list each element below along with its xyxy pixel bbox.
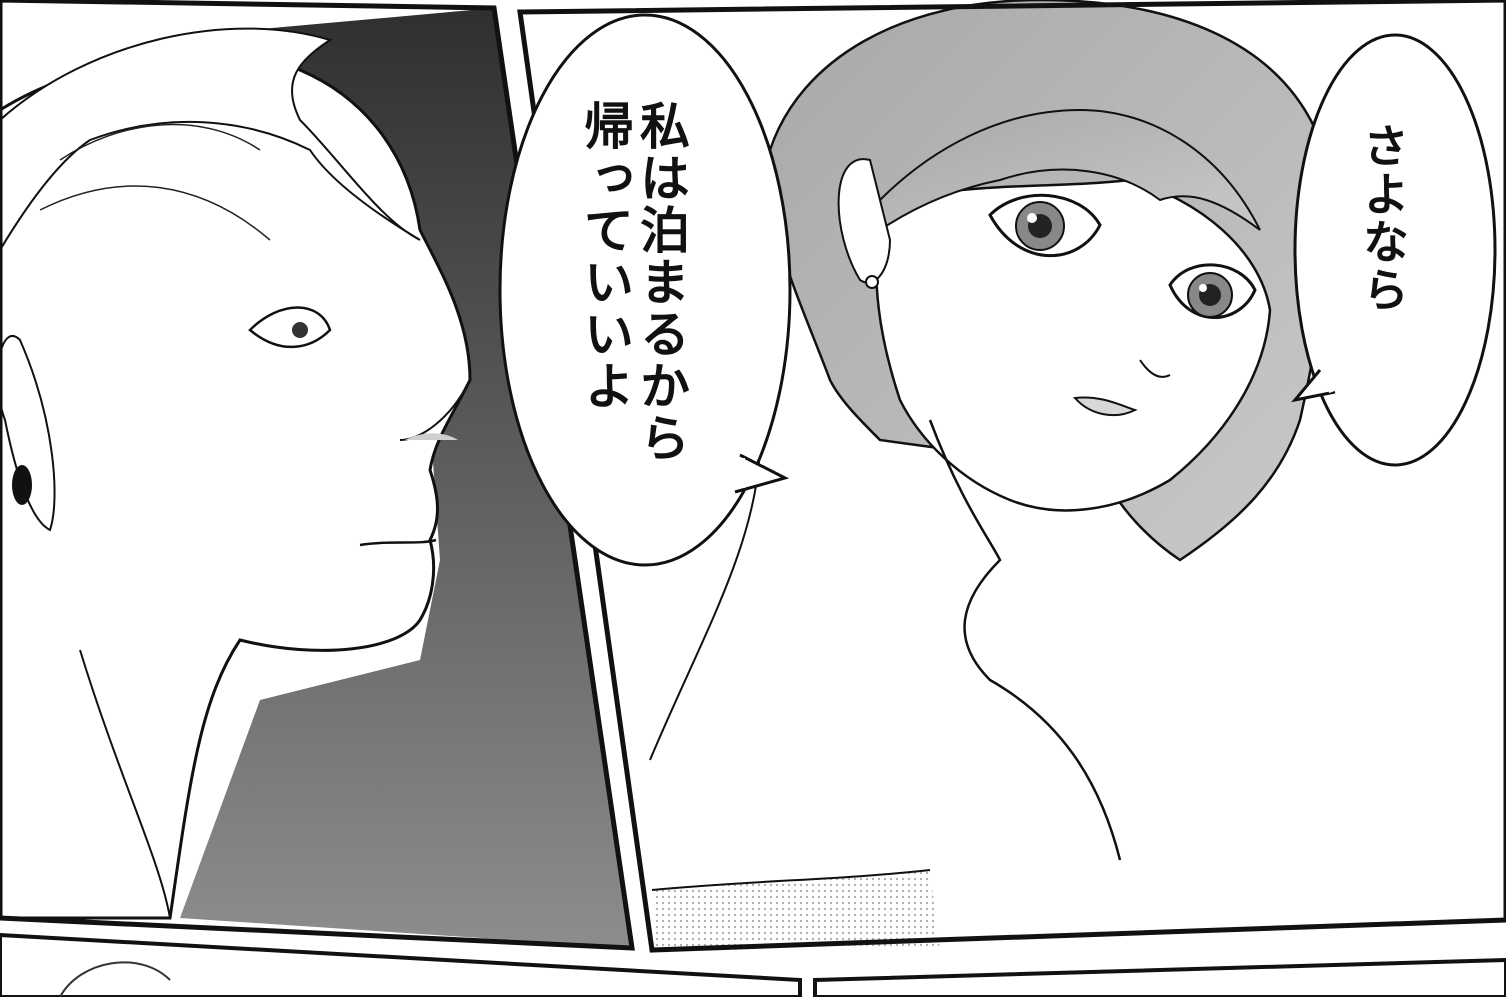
man-ear xyxy=(0,335,56,532)
man-eye xyxy=(248,306,332,349)
left-panel xyxy=(0,0,635,951)
speech-text-right: さよなら xyxy=(1356,122,1410,314)
man-hair xyxy=(0,27,421,252)
man-face xyxy=(0,54,472,920)
dress-pattern xyxy=(652,870,940,950)
man-mouth xyxy=(359,538,437,547)
woman-mouth xyxy=(1072,396,1138,417)
bottom-panels xyxy=(0,932,1506,997)
man-earring xyxy=(12,465,32,505)
woman-eye-left xyxy=(988,193,1102,258)
woman-face xyxy=(874,178,1272,512)
speech-line-2: 帰っていいよ xyxy=(576,100,634,412)
speech-text-left: 私は泊まるから 帰っていいよ xyxy=(576,100,690,464)
speech-line-sayonara: さよなら xyxy=(1356,122,1410,314)
speech-bubble-left xyxy=(498,13,792,567)
speech-line-1: 私は泊まるから xyxy=(632,100,690,464)
woman-ear xyxy=(837,158,892,284)
speech-bubble-right xyxy=(1291,33,1497,467)
woman-eye-right xyxy=(1168,263,1257,319)
woman-earring xyxy=(865,275,879,289)
